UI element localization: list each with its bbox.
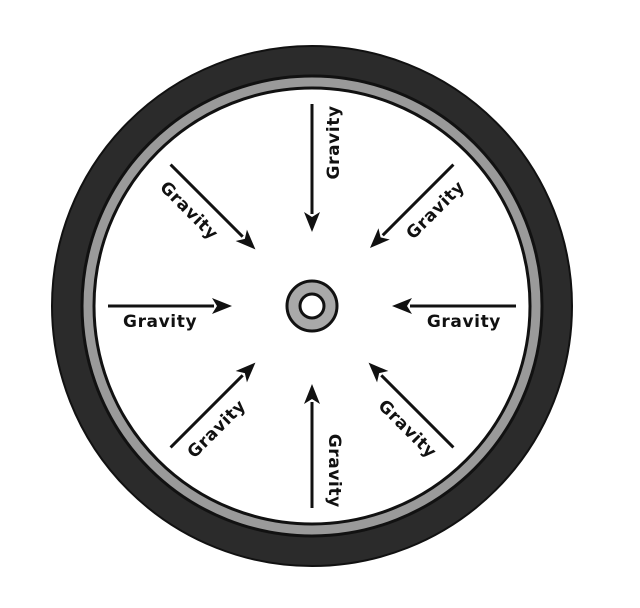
arrow-shaft — [381, 163, 455, 237]
hub-inner — [298, 292, 326, 320]
arrow-head — [369, 228, 390, 249]
arrow-head — [235, 362, 256, 383]
gravity-label: Gravity — [427, 312, 501, 332]
hub — [285, 279, 339, 333]
arrow-head — [368, 362, 389, 383]
arrow-shaft — [169, 374, 244, 449]
gravity-label: Gravity — [324, 105, 344, 179]
gravity-arrow-right: Gravity — [392, 298, 516, 332]
gravity-arrow-top: Gravity — [304, 104, 344, 232]
arrow-head — [304, 212, 320, 232]
arrow-shaft — [169, 163, 244, 238]
arrow-head — [212, 298, 232, 314]
arrow-head — [235, 229, 256, 250]
arrow-head — [304, 384, 320, 404]
arrow-head — [392, 298, 412, 314]
gravity-arrow-left: Gravity — [108, 298, 232, 332]
gravity-arrow-bottom: Gravity — [304, 384, 344, 508]
gravity-label: Gravity — [324, 434, 344, 508]
arrow-shaft — [380, 374, 455, 449]
gravity-label: Gravity — [123, 312, 197, 332]
